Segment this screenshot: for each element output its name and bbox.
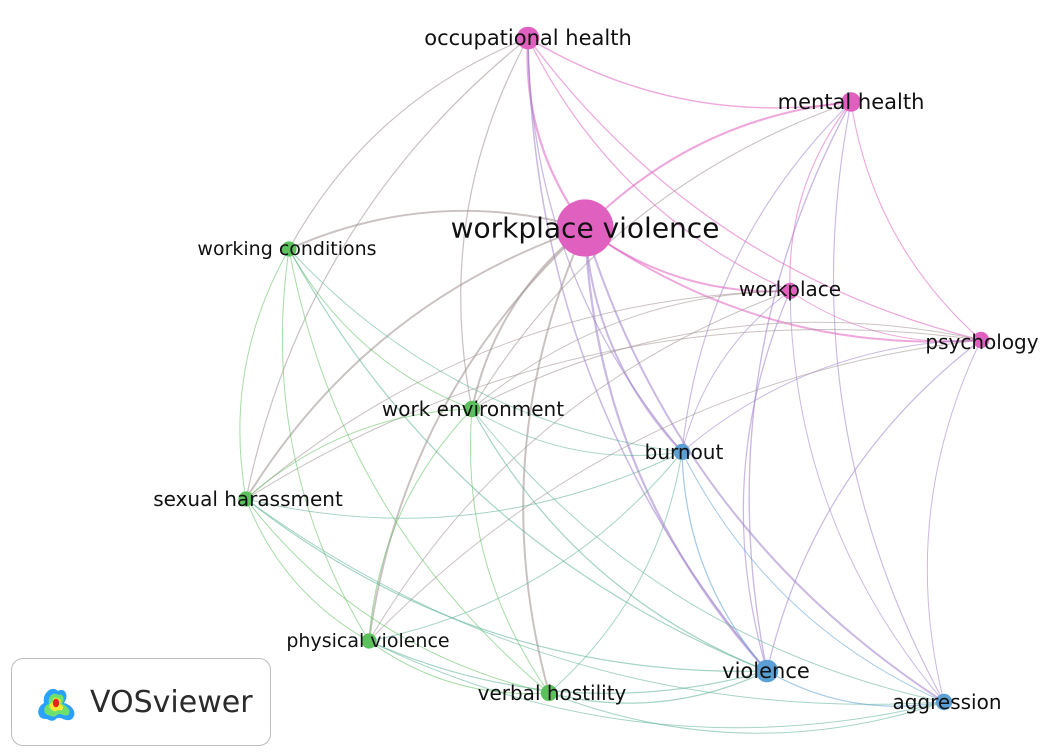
link-workplace_violence-aggression	[584, 227, 945, 703]
link-work_environment-sexual_harassment	[245, 408, 473, 500]
label-working-conditions[interactable]: working conditions	[197, 238, 376, 260]
link-sexual_harassment-burnout	[245, 451, 683, 519]
link-workplace_violence-burnout	[584, 227, 683, 453]
link-workplace_violence-sexual_harassment	[245, 227, 586, 500]
link-psychology-violence	[766, 339, 982, 672]
label-work-environment[interactable]: work environment	[382, 397, 564, 421]
link-sexual_harassment-violence	[245, 498, 768, 672]
link-work_environment-verbal_hostility	[469, 408, 550, 694]
label-mental-health[interactable]: mental health	[778, 90, 925, 114]
link-burnout-aggression	[681, 451, 945, 703]
link-working_conditions-work_environment	[288, 248, 473, 410]
links-layer	[239, 37, 982, 734]
vosviewer-logo-panel: VOSviewer	[11, 658, 271, 746]
link-workplace-burnout	[681, 290, 791, 453]
link-sexual_harassment-aggression	[245, 498, 945, 705]
link-work_environment-aggression	[471, 408, 945, 703]
link-mental_health-work_environment	[471, 101, 852, 410]
link-physical_violence-burnout	[368, 451, 683, 642]
label-verbal-hostility[interactable]: verbal hostility	[478, 681, 627, 705]
link-occupational_health-mental_health	[527, 37, 852, 109]
link-workplace-aggression	[789, 290, 945, 703]
link-psychology-work_environment	[471, 321, 982, 410]
node-psychology[interactable]	[972, 331, 990, 349]
node-violence[interactable]	[755, 659, 779, 683]
node-workplace-violence[interactable]	[556, 199, 614, 257]
link-mental_health-aggression	[832, 101, 945, 703]
node-burnout[interactable]	[673, 443, 691, 461]
link-workplace_violence-working_conditions	[288, 209, 586, 250]
link-sexual_harassment-verbal_hostility	[245, 498, 550, 694]
link-burnout-violence	[681, 451, 768, 672]
node-occupational-health[interactable]	[516, 26, 540, 50]
vosviewer-logo-icon	[38, 688, 75, 721]
link-mental_health-burnout	[681, 101, 852, 453]
link-workplace-violence	[742, 290, 791, 672]
node-working-conditions[interactable]	[281, 241, 297, 257]
link-working_conditions-sexual_harassment	[239, 248, 290, 500]
label-workplace[interactable]: workplace	[739, 277, 841, 301]
link-psychology-aggression	[926, 339, 982, 703]
link-work_environment-physical_violence	[368, 408, 473, 642]
node-aggression[interactable]	[935, 693, 953, 711]
link-verbal_hostility-burnout	[548, 451, 683, 694]
link-workplace_violence-violence	[583, 227, 768, 672]
link-physical_violence-verbal_hostility	[368, 640, 550, 695]
label-psychology[interactable]: psychology	[925, 330, 1038, 354]
link-workplace_violence-verbal_hostility	[522, 227, 586, 694]
link-psychology-sexual_harassment	[245, 329, 982, 500]
link-verbal_hostility-aggression	[548, 692, 945, 734]
link-mental_health-workplace	[789, 101, 852, 292]
labels-layer: occupational health mental health workplac…	[153, 26, 1039, 714]
link-psychology-burnout	[681, 339, 982, 453]
label-workplace-violence[interactable]: workplace violence	[451, 212, 720, 245]
label-sexual-harassment[interactable]: sexual harassment	[153, 487, 343, 511]
link-workplace_violence-physical_violence	[368, 227, 586, 642]
link-workplace-sexual_harassment	[245, 290, 791, 500]
link-verbal_hostility-violence	[548, 670, 768, 704]
link-workplace_violence-psychology	[584, 227, 982, 343]
node-workplace[interactable]	[781, 282, 799, 300]
link-workplace-physical_violence	[368, 290, 791, 642]
vosviewer-logo-text: VOSviewer	[90, 684, 253, 720]
link-occupational_health-sexual_harassment	[245, 37, 529, 500]
node-sexual-harassment[interactable]	[238, 491, 254, 507]
link-occupational_health-work_environment	[460, 37, 529, 410]
node-verbal-hostility[interactable]	[540, 684, 558, 702]
node-work-environment[interactable]	[463, 400, 481, 418]
link-work_environment-burnout	[471, 408, 683, 456]
label-violence[interactable]: violence	[722, 659, 810, 683]
label-physical-violence[interactable]: physical violence	[286, 630, 449, 652]
link-physical_violence-violence	[368, 640, 768, 694]
node-mental-health[interactable]	[841, 92, 861, 112]
node-physical-violence[interactable]	[361, 633, 377, 649]
link-working_conditions-violence	[288, 248, 768, 672]
link-occupational_health-workplace_violence	[526, 37, 586, 229]
nodes-layer	[238, 26, 990, 711]
label-occupational-health[interactable]: occupational health	[424, 26, 632, 50]
link-mental_health-workplace_violence	[584, 100, 852, 229]
label-aggression[interactable]: aggression	[892, 690, 1001, 714]
link-working_conditions-burnout	[288, 248, 683, 453]
link-violence-aggression	[766, 670, 945, 707]
link-working_conditions-verbal_hostility	[288, 248, 550, 694]
link-occupational_health-working_conditions	[288, 37, 529, 250]
link-sexual_harassment-physical_violence	[245, 498, 370, 642]
link-occupational_health-workplace	[527, 37, 791, 292]
link-work_environment-violence	[471, 408, 768, 672]
link-psychology-physical_violence	[368, 339, 982, 642]
link-occupational_health-psychology	[527, 37, 982, 341]
label-burnout[interactable]: burnout	[645, 440, 724, 464]
link-mental_health-psychology	[850, 101, 982, 341]
link-workplace-work_environment	[471, 290, 791, 410]
link-working_conditions-physical_violence	[281, 248, 370, 642]
link-mental_health-violence	[748, 101, 852, 672]
